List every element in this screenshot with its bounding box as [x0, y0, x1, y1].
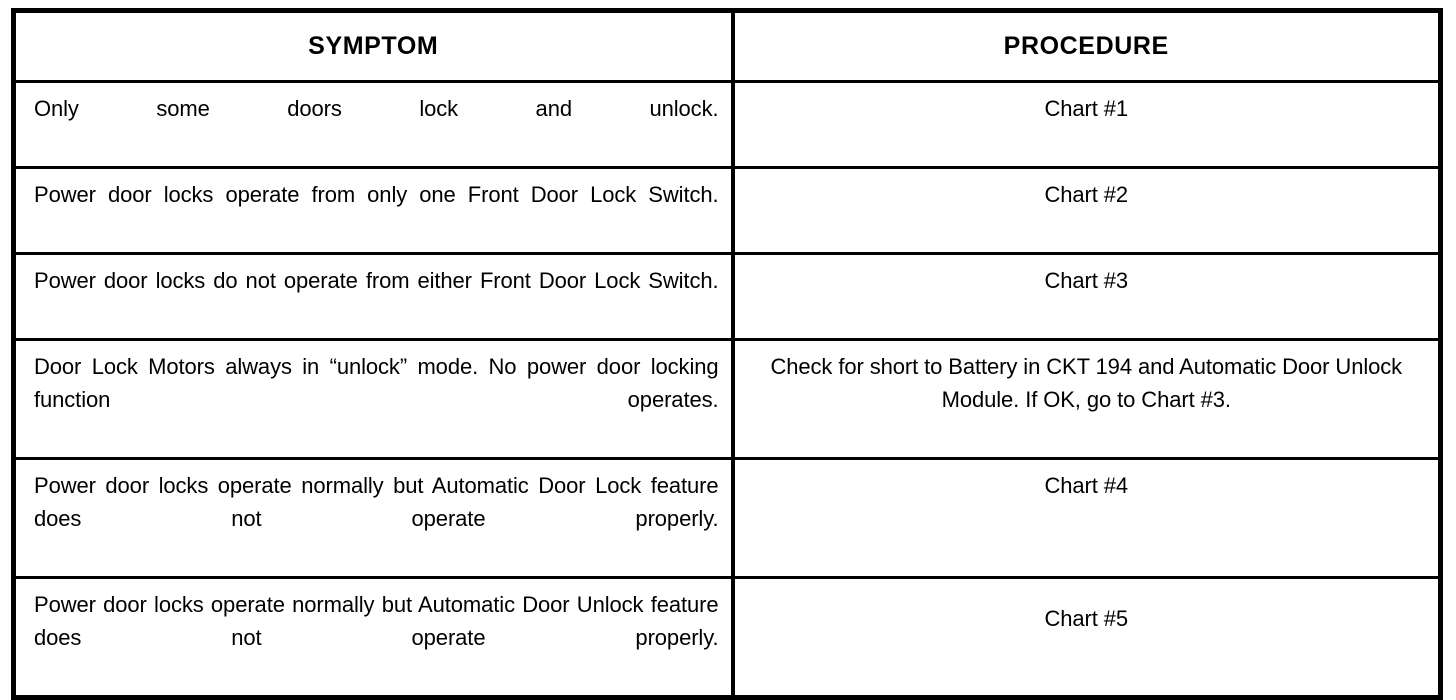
cell-symptom: Power door locks operate from only one F…	[13, 166, 735, 254]
procedure-text: Chart #2	[1044, 182, 1129, 207]
symptom-procedure-table: SYMPTOM PROCEDURE Only some doors lock a…	[11, 8, 1443, 700]
cell-symptom: Only some doors lock and unlock.	[13, 80, 735, 168]
cell-procedure: Chart #2	[732, 166, 1441, 254]
procedure-text: Chart #5	[1044, 606, 1129, 631]
table-row: Power door locks operate from only one F…	[13, 166, 1441, 254]
procedure-text: Chart #4	[1044, 473, 1129, 498]
column-header-symptom: SYMPTOM	[13, 10, 735, 82]
table-header: SYMPTOM PROCEDURE	[13, 10, 1441, 82]
cell-symptom: Power door locks do not operate from eit…	[13, 252, 735, 340]
page-root: SYMPTOM PROCEDURE Only some doors lock a…	[11, 8, 1443, 700]
table-row: Power door locks operate normally but Au…	[13, 576, 1441, 698]
cell-procedure: Chart #5	[732, 576, 1441, 698]
column-header-symptom-label: SYMPTOM	[308, 32, 439, 60]
cell-symptom: Power door locks operate normally but Au…	[13, 576, 735, 698]
column-header-procedure-label: PROCEDURE	[1003, 32, 1169, 60]
procedure-text: Chart #1	[1044, 96, 1129, 121]
procedure-text: Check for short to Battery in CKT 194 an…	[770, 354, 1403, 412]
header-row: SYMPTOM PROCEDURE	[13, 10, 1441, 82]
symptom-text: Power door locks operate normally but Au…	[34, 473, 719, 531]
table-row: Only some doors lock and unlock. Chart #…	[13, 80, 1441, 168]
procedure-text: Chart #3	[1044, 268, 1129, 293]
symptom-text: Door Lock Motors always in “unlock” mode…	[34, 354, 719, 412]
cell-procedure: Check for short to Battery in CKT 194 an…	[732, 338, 1441, 459]
symptom-text: Power door locks do not operate from eit…	[34, 268, 719, 293]
symptom-text: Only some doors lock and unlock.	[34, 96, 719, 121]
table-row: Power door locks operate normally but Au…	[13, 457, 1441, 578]
symptom-text: Power door locks operate from only one F…	[34, 182, 719, 207]
cell-symptom: Power door locks operate normally but Au…	[13, 457, 735, 578]
table-row: Door Lock Motors always in “unlock” mode…	[13, 338, 1441, 459]
cell-procedure: Chart #4	[732, 457, 1441, 578]
table-row: Power door locks do not operate from eit…	[13, 252, 1441, 340]
cell-procedure: Chart #3	[732, 252, 1441, 340]
column-header-procedure: PROCEDURE	[732, 10, 1441, 82]
cell-procedure: Chart #1	[732, 80, 1441, 168]
table-body: Only some doors lock and unlock. Chart #…	[13, 80, 1441, 698]
symptom-text: Power door locks operate normally but Au…	[34, 592, 719, 650]
cell-symptom: Door Lock Motors always in “unlock” mode…	[13, 338, 735, 459]
